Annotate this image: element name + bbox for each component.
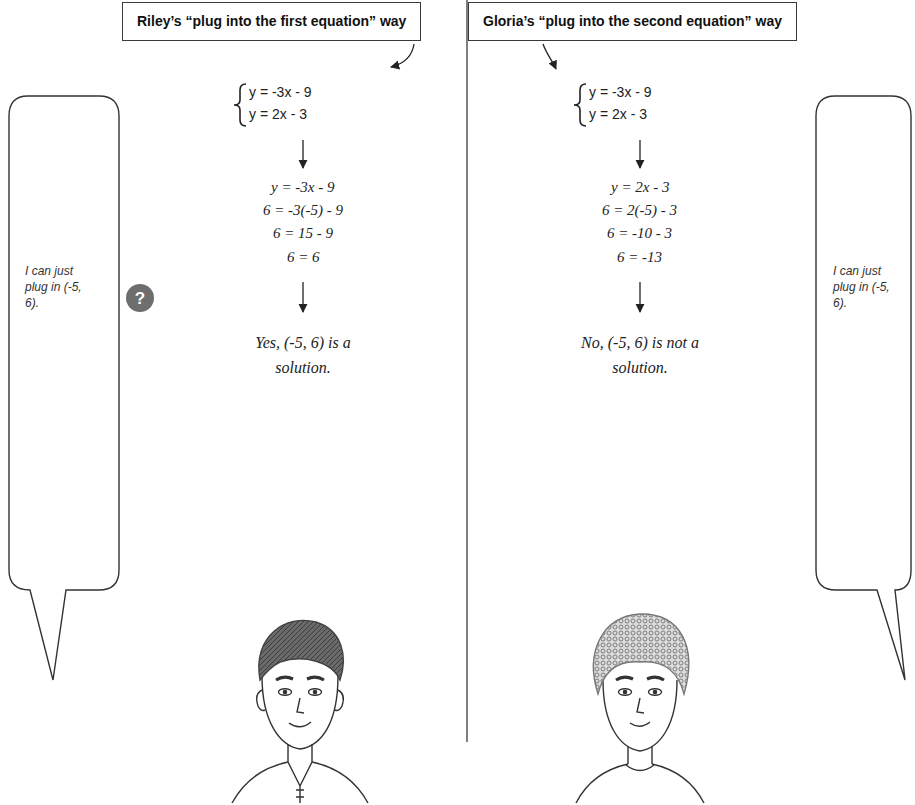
nose: [637, 698, 644, 713]
work-step: 6 = 6: [287, 248, 320, 266]
face-outline: [603, 680, 677, 751]
divider-line: [466, 0, 468, 742]
mouth: [289, 722, 311, 727]
eyebrow: [276, 677, 293, 680]
work-step: y = -3x - 9: [271, 178, 334, 196]
riley-face: [232, 620, 368, 803]
title-text: Gloria’s “plug into the second equation”…: [483, 13, 782, 30]
eye: [279, 689, 292, 695]
mouth: [630, 722, 650, 726]
question-icon: ?: [126, 284, 154, 312]
bubble-outline: [815, 95, 912, 685]
conclusion-text: Yes, (-5, 6) is a solution.: [236, 330, 370, 380]
speech-text: I can just plug in (-5, 6).: [833, 263, 893, 311]
eye: [309, 689, 322, 695]
ear: [335, 690, 343, 711]
hair: [594, 614, 689, 694]
work-step: 6 = 2(-5) - 3: [602, 201, 677, 219]
eyebrow: [307, 677, 324, 680]
down-arrow: [639, 282, 640, 312]
work-step: 6 = -10 - 3: [607, 224, 672, 242]
shoulders: [576, 764, 704, 803]
face-outline: [262, 676, 338, 749]
conclusion-text: No, (-5, 6) is not a solution.: [573, 330, 707, 380]
pupil: [623, 690, 626, 693]
pupil: [283, 690, 286, 693]
shirt-collar: [288, 762, 312, 803]
down-arrow: [639, 140, 640, 168]
eye: [649, 689, 662, 695]
question-mark: ?: [135, 290, 145, 307]
neck: [628, 746, 652, 764]
down-arrow: [302, 140, 303, 168]
work-step: 6 = 15 - 9: [273, 224, 333, 242]
curved-arrow: [391, 44, 414, 67]
pupil: [313, 690, 316, 693]
bubble-outline: [816, 96, 911, 680]
neck: [288, 744, 312, 762]
equation-text: y = 2x - 3: [249, 105, 307, 123]
eyebrow: [616, 677, 633, 680]
pupil: [653, 690, 656, 693]
title-box: Riley’s “plug into the first equation” w…: [122, 2, 421, 41]
equation-text: y = -3x - 9: [589, 83, 652, 101]
equation-text: y = -3x - 9: [249, 83, 312, 101]
equation-text: y = 2x - 3: [589, 105, 647, 123]
shirt-collar: [626, 765, 654, 771]
shoulders: [232, 762, 368, 803]
curved-arrow: [543, 44, 556, 69]
speech-bubble: I can just plug in (-5, 6).: [8, 95, 120, 685]
ear: [257, 690, 265, 711]
title-box: Gloria’s “plug into the second equation”…: [468, 2, 797, 41]
hair: [259, 620, 343, 680]
down-arrow: [302, 282, 303, 312]
eye: [619, 689, 632, 695]
gloria-face: [576, 614, 704, 803]
system-brace: [234, 84, 246, 126]
bubble-outline: [9, 96, 119, 680]
speech-bubble: I can just plug in (-5, 6).: [815, 95, 912, 685]
bubble-outline: [8, 95, 120, 685]
speech-text: I can just plug in (-5, 6).: [25, 263, 91, 311]
system-brace: [574, 84, 586, 126]
title-text: Riley’s “plug into the first equation” w…: [137, 13, 406, 30]
work-step: 6 = -13: [617, 248, 662, 266]
nose: [297, 698, 304, 713]
work-step: 6 = -3(-5) - 9: [263, 201, 343, 219]
eyebrow: [647, 677, 664, 680]
work-step: y = 2x - 3: [611, 178, 669, 196]
